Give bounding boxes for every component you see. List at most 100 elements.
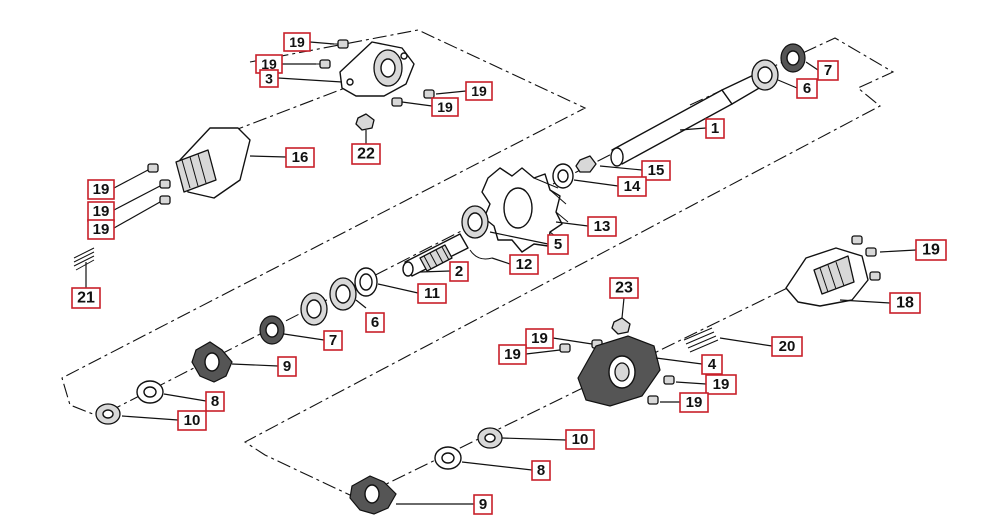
svg-text:2: 2 [455, 263, 463, 280]
svg-text:19: 19 [289, 34, 305, 50]
spring-part-21 [73, 247, 95, 271]
callout-22: 22 [351, 143, 381, 165]
callout-23: 23 [609, 277, 639, 299]
callout-19-h: 19 [915, 239, 947, 261]
callout-1: 1 [705, 118, 725, 139]
svg-text:9: 9 [479, 496, 487, 513]
svg-text:18: 18 [896, 295, 914, 312]
svg-text:8: 8 [211, 393, 219, 410]
svg-text:19: 19 [504, 346, 521, 363]
callout-10-b: 10 [565, 429, 595, 450]
bearing-part-6b [300, 292, 328, 326]
callout-8-a: 8 [205, 391, 225, 412]
washer-part-8a [136, 380, 164, 404]
callout-19-l: 19 [679, 392, 709, 413]
svg-text:8: 8 [537, 462, 545, 479]
bearing-part-6a [751, 59, 779, 91]
callout-16: 16 [285, 147, 315, 168]
callout-13: 13 [587, 216, 617, 237]
spring-part-20 [683, 327, 719, 353]
leader-lines [85, 41, 917, 505]
svg-text:19: 19 [713, 376, 730, 393]
callout-9-b: 9 [473, 494, 493, 515]
svg-text:16: 16 [292, 149, 309, 166]
svg-text:22: 22 [357, 146, 375, 163]
svg-text:15: 15 [648, 162, 665, 179]
callout-7-a: 7 [817, 60, 839, 81]
svg-text:19: 19 [922, 242, 940, 259]
svg-text:19: 19 [686, 394, 703, 411]
svg-text:19: 19 [531, 330, 548, 347]
callout-19-a: 19 [283, 32, 311, 52]
circlip-part-12 [469, 249, 493, 260]
svg-text:20: 20 [779, 338, 796, 355]
housing-part-4 [577, 335, 661, 407]
cover-part-18 [785, 247, 869, 307]
bearing-part-11 [354, 267, 378, 297]
flange-part-9a [191, 341, 233, 383]
washer-part-14 [552, 163, 574, 189]
shaft-part-1 [610, 71, 768, 167]
svg-text:19: 19 [437, 99, 453, 115]
nut-part-23 [611, 317, 631, 335]
svg-text:7: 7 [329, 332, 337, 349]
bearing-part-5 [461, 205, 489, 239]
callout-19-d: 19 [431, 97, 459, 117]
svg-text:14: 14 [624, 178, 641, 195]
callout-4: 4 [701, 354, 723, 375]
callout-20: 20 [771, 336, 803, 357]
svg-text:19: 19 [261, 56, 277, 72]
svg-text:10: 10 [184, 412, 201, 429]
callout-9-a: 9 [277, 356, 297, 377]
svg-text:13: 13 [594, 218, 611, 235]
svg-text:12: 12 [516, 256, 533, 273]
bearing-part-6-left [329, 277, 357, 311]
svg-text:11: 11 [424, 285, 440, 302]
svg-text:10: 10 [572, 431, 589, 448]
svg-text:3: 3 [265, 71, 273, 87]
svg-text:4: 4 [708, 356, 717, 373]
callout-3: 3 [259, 69, 279, 88]
callout-19-i: 19 [525, 328, 554, 349]
callout-6-a: 6 [796, 78, 818, 99]
washer-part-8b [434, 446, 462, 470]
nut-part-15 [575, 155, 597, 173]
nut-part-22 [355, 113, 375, 131]
callout-8-b: 8 [531, 460, 551, 481]
svg-text:19: 19 [93, 221, 110, 238]
callout-19-e: 19 [87, 179, 115, 200]
svg-text:6: 6 [803, 80, 811, 97]
svg-text:7: 7 [824, 62, 832, 79]
callout-2: 2 [449, 261, 469, 282]
housing-part-3 [339, 41, 415, 97]
callout-11: 11 [417, 283, 447, 304]
callout-7-b: 7 [323, 330, 343, 351]
callout-10-a: 10 [177, 410, 207, 431]
washer-part-10a [95, 403, 121, 425]
callout-19-k: 19 [705, 374, 737, 395]
bevel-gear-part-13 [481, 167, 569, 253]
callout-19-f: 19 [87, 201, 115, 222]
svg-text:23: 23 [615, 280, 633, 297]
svg-text:19: 19 [93, 203, 110, 220]
callout-19-j: 19 [498, 344, 527, 365]
washer-part-10b [477, 427, 503, 449]
callout-14: 14 [617, 176, 647, 197]
bolt-set-19 [147, 39, 881, 405]
svg-text:19: 19 [93, 181, 110, 198]
svg-text:21: 21 [77, 290, 95, 307]
callout-15: 15 [641, 160, 671, 181]
boundary-lines [61, 29, 895, 497]
housing-part-16 [175, 127, 251, 199]
callout-21: 21 [71, 287, 101, 309]
svg-text:5: 5 [554, 236, 562, 253]
svg-text:19: 19 [471, 83, 487, 99]
svg-text:6: 6 [371, 314, 379, 331]
seal-part-7b [259, 315, 285, 345]
callout-19-g: 19 [87, 219, 115, 240]
callout-18: 18 [889, 292, 921, 314]
callout-19-c: 19 [465, 81, 493, 101]
seal-part-7a [780, 43, 806, 73]
svg-text:1: 1 [711, 120, 719, 137]
